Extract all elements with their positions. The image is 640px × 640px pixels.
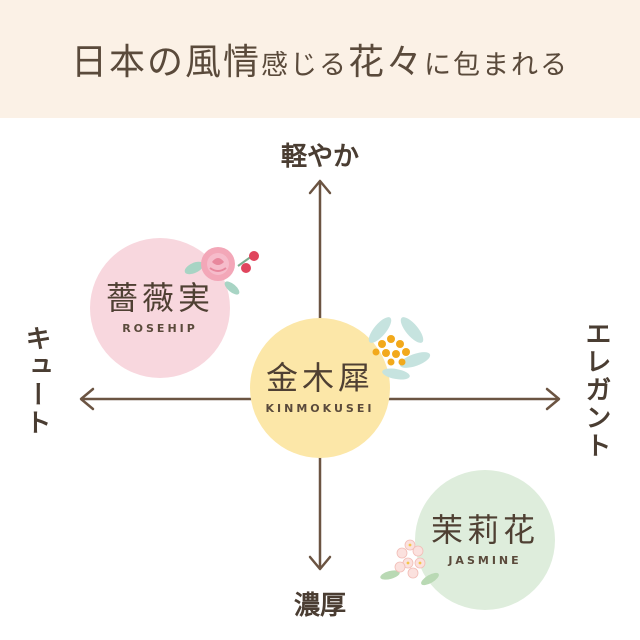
arrow-down-icon (308, 555, 332, 571)
title-part: に包まれる (424, 50, 570, 81)
jasmine-circle: 茉莉花 JASMINE (415, 470, 555, 610)
kinmokusei-circle: 金木犀 KINMOKUSEI (250, 318, 390, 458)
arrow-right-icon (545, 387, 561, 411)
axis-label-cute: キュート (21, 325, 51, 437)
arrow-left-icon (79, 387, 95, 411)
rose-icon (184, 247, 259, 295)
jasmine-icon (380, 539, 439, 586)
axis-label-rich: 濃厚 (293, 591, 346, 621)
rosehip-roman: ROSEHIP (122, 322, 198, 336)
arrow-up-icon (308, 179, 332, 195)
rosehip-kanji: 薔薇実 (105, 278, 214, 317)
title-part: 日本の (70, 42, 185, 83)
title-part: 感じる (261, 50, 348, 81)
kinmokusei-roman: KINMOKUSEI (265, 402, 375, 416)
axis-label-light: 軽やか (280, 142, 359, 172)
page-title: 日本の風情感じる花々に包まれる (71, 33, 569, 85)
jasmine-kanji: 茉莉花 (430, 510, 539, 549)
kinmokusei-kanji: 金木犀 (265, 358, 374, 397)
title-part: 花々 (348, 42, 425, 83)
title-part: 風情 (184, 42, 261, 83)
axis-label-elegant: エレガント (581, 320, 611, 460)
header-banner: 日本の風情感じる花々に包まれる (0, 0, 640, 118)
osmanthus-icon (368, 317, 431, 380)
jasmine-roman: JASMINE (448, 554, 522, 568)
